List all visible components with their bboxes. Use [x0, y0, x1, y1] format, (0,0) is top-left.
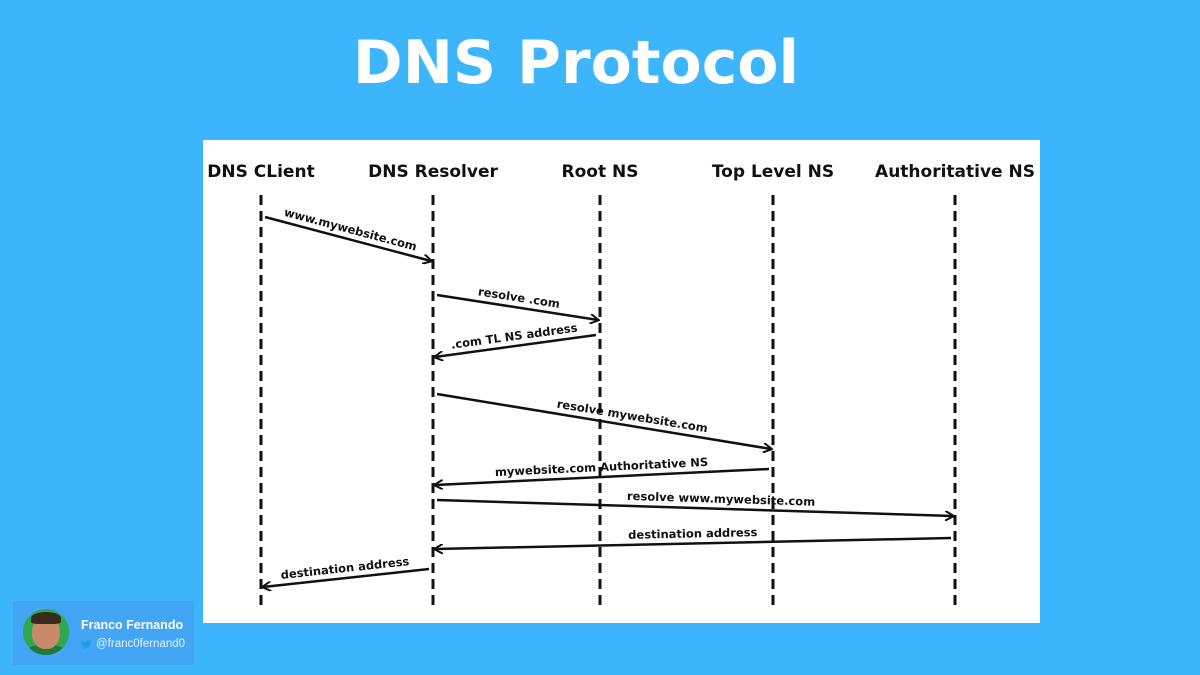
author-name: Franco Fernando — [81, 618, 184, 632]
twitter-bird-icon — [81, 639, 92, 649]
message-arrow-1 — [264, 215, 431, 261]
message-arrow-7 — [435, 536, 952, 549]
message-arrow-8 — [263, 567, 430, 587]
message-arrow-4 — [436, 392, 771, 449]
actor-label-root-ns: Root NS — [562, 162, 639, 182]
page-title: DNS Protocol — [352, 28, 800, 98]
message-label-5: mywebsite.com Authoritative NS — [495, 455, 709, 479]
author-badge: Franco Fernando @franc0fernand0 — [13, 601, 194, 665]
message-label-1: www.mywebsite.com — [283, 205, 419, 254]
actor-label-authoritative-ns: Authoritative NS — [875, 162, 1035, 182]
sequence-diagram-panel: DNS CLient DNS Resolver Root NS Top Level N… — [203, 140, 1040, 623]
message-arrow-2 — [436, 293, 598, 320]
message-label-7: destination address — [628, 525, 758, 542]
author-handle: @franc0fernand0 — [96, 638, 186, 650]
message-label-4: resolve mywebsite.com — [556, 397, 709, 436]
avatar — [23, 609, 69, 655]
message-arrow-6 — [436, 498, 953, 516]
actor-label-dns-resolver: DNS Resolver — [368, 162, 498, 182]
actor-label-dns-client: DNS CLient — [207, 162, 314, 182]
author-handle-row: @franc0fernand0 — [81, 638, 185, 650]
message-arrow-3 — [435, 333, 597, 357]
message-label-6: resolve www.mywebsite.com — [627, 489, 816, 509]
actor-label-top-level-ns: Top Level NS — [712, 162, 834, 182]
sequence-diagram: DNS CLient DNS Resolver Root NS Top Level N… — [207, 162, 1035, 610]
message-arrow-5 — [435, 467, 770, 485]
